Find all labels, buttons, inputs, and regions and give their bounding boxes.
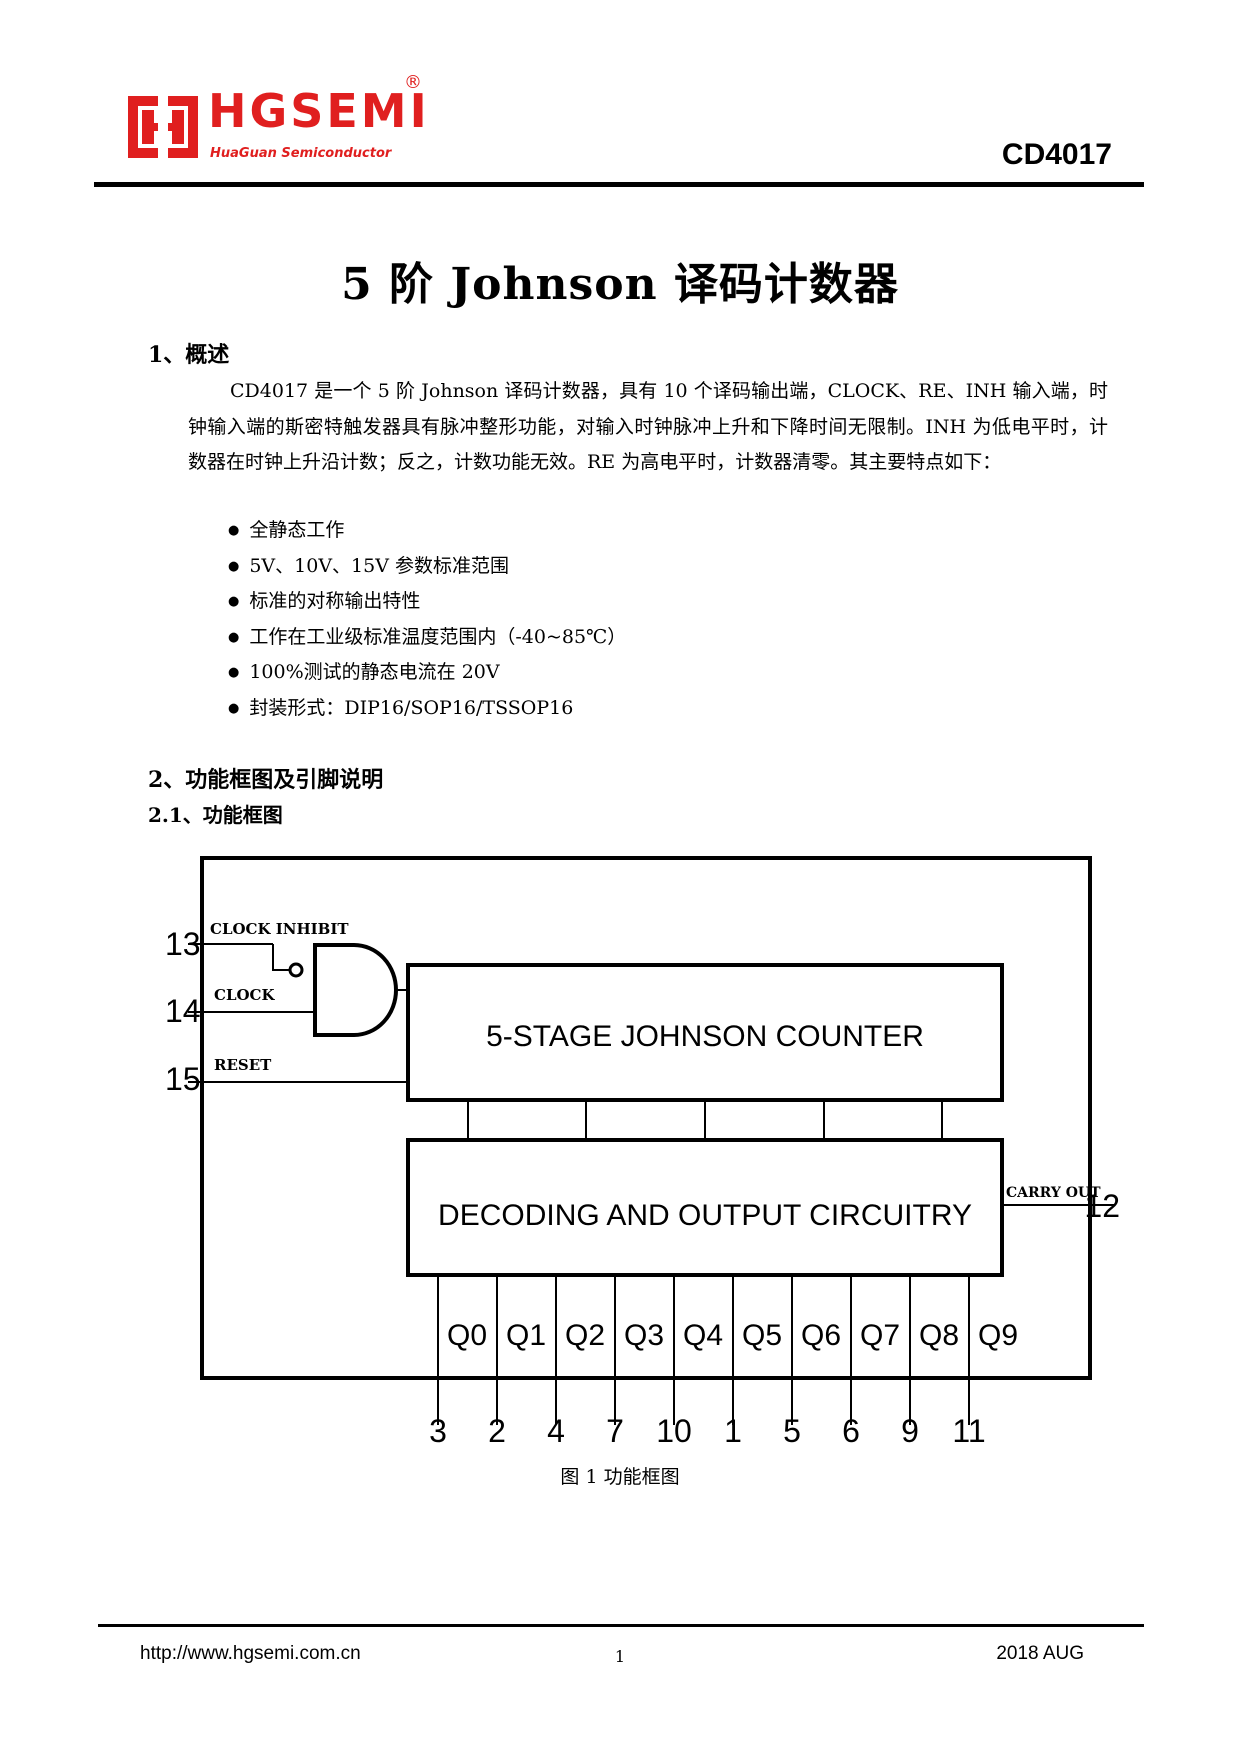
decoder-block [406, 1138, 1004, 1277]
output-label-q3: Q3 [624, 1319, 664, 1352]
header-divider [94, 182, 1144, 187]
feature-item: 5V、10V、15V 参数标准范围 [228, 549, 626, 585]
footer-divider [98, 1624, 1144, 1627]
carry-out-label: CARRY OUT [1006, 1185, 1101, 1201]
output-label-q4: Q4 [683, 1319, 723, 1352]
johnson-counter-label: 5-STAGE JOHNSON COUNTER [486, 1020, 924, 1053]
registered-mark: ® [404, 72, 422, 93]
output-pin-number: 6 [842, 1413, 860, 1449]
logo-mark-icon [128, 86, 198, 166]
reset-label: RESET [214, 1056, 272, 1074]
inverter-bubble [288, 962, 304, 978]
subsection-heading: 2.1、功能框图 [148, 803, 283, 827]
output-label-q9: Q9 [978, 1319, 1018, 1352]
output-pin-number: 7 [606, 1413, 624, 1449]
output-pin-number: 2 [488, 1413, 506, 1449]
feature-list: 全静态工作 5V、10V、15V 参数标准范围 标准的对称输出特性 工作在工业级… [228, 513, 626, 726]
page-number: 1 [614, 1647, 626, 1666]
company-logo: HGSEMI ® HuaGuan Semiconductor [128, 72, 430, 168]
logo-subtitle: HuaGuan Semiconductor [210, 146, 392, 161]
clock-label: CLOCK [214, 986, 275, 1004]
output-pin-number: 9 [901, 1413, 919, 1449]
clock-inhibit-label: CLOCK INHIBIT [210, 920, 349, 938]
overview-paragraph: CD4017 是一个 5 阶 Johnson 译码计数器，具有 10 个译码输出… [188, 380, 1108, 473]
feature-item: 全静态工作 [228, 513, 626, 549]
figure-caption: 图 1 功能框图 [560, 1466, 680, 1488]
document-title: 5 阶 Johnson 译码计数器 [341, 259, 899, 310]
section-heading-overview: 1、概述 [148, 342, 230, 368]
feature-item: 100%测试的静态电流在 20V [228, 655, 626, 691]
feature-item: 工作在工业级标准温度范围内（-40~85℃） [228, 620, 626, 656]
pin-12-label: 12 [1084, 1188, 1120, 1224]
output-pin-number: 10 [656, 1413, 692, 1449]
output-pins-group: Q0 3 Q1 2 Q2 4 Q3 7 Q4 10 Q5 1 Q6 5 Q7 6 Q8 9 Q9 11 [429, 1275, 1018, 1449]
output-label-q0: Q0 [447, 1319, 487, 1352]
output-pin-number: 4 [547, 1413, 565, 1449]
output-pin-number: 1 [724, 1413, 742, 1449]
output-label-q5: Q5 [742, 1319, 782, 1352]
output-label-q6: Q6 [801, 1319, 841, 1352]
pin-15-label: 15 [165, 1061, 201, 1097]
logo-text: HGSEMI [208, 84, 430, 138]
decoder-label: DECODING AND OUTPUT CIRCUITRY [438, 1199, 972, 1232]
output-pin-number: 5 [783, 1413, 801, 1449]
block-diagram: 13 14 15 CLOCK INHIBIT CLOCK RESET 5-STA… [165, 856, 1120, 1449]
output-label-q8: Q8 [919, 1319, 959, 1352]
output-label-q7: Q7 [860, 1319, 900, 1352]
output-pin-number: 11 [952, 1413, 985, 1449]
output-label-q2: Q2 [565, 1319, 605, 1352]
feature-item: 标准的对称输出特性 [228, 584, 626, 620]
section-heading-block-diagram: 2、功能框图及引脚说明 [148, 767, 384, 793]
part-number: CD4017 [1001, 138, 1112, 171]
footer-date: 2018 AUG [996, 1643, 1084, 1664]
output-label-q1: Q1 [506, 1319, 546, 1352]
diagram-frame [200, 856, 1092, 1380]
output-pin-number: 3 [429, 1413, 447, 1449]
and-gate [313, 943, 398, 1037]
footer-url-link[interactable]: http://www.hgsemi.com.cn [140, 1643, 361, 1664]
feature-item: 封装形式：DIP16/SOP16/TSSOP16 [228, 691, 626, 727]
